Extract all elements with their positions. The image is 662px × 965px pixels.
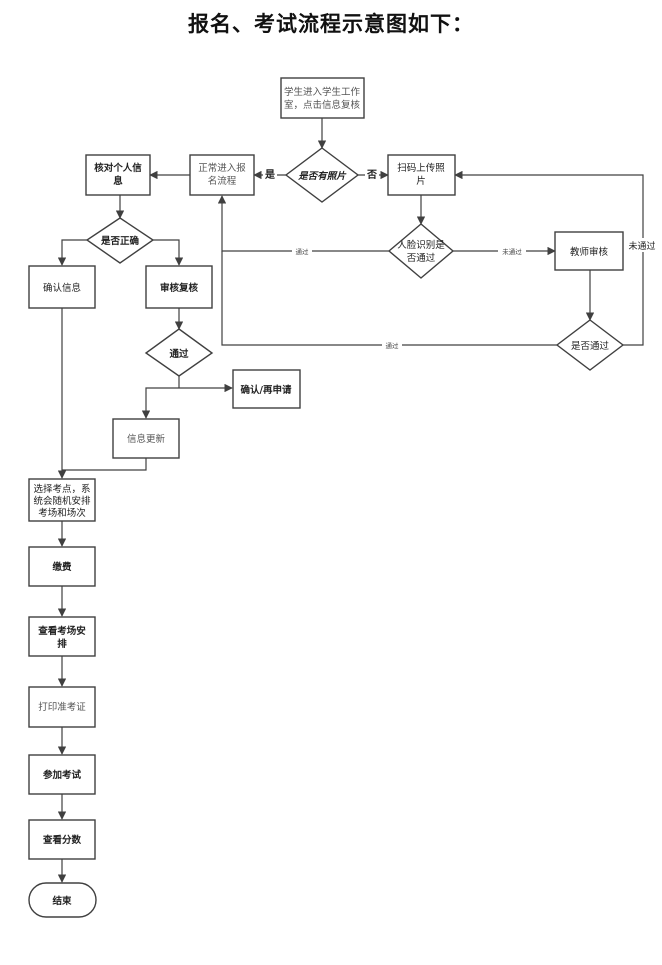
edge-label-passed-1: 通过 <box>296 247 310 256</box>
node-label: 息 <box>113 175 123 187</box>
node-label: 室，点击信息复核 <box>284 99 361 111</box>
node-label: 查看考场安 <box>37 625 86 637</box>
node-label: 是否正确 <box>100 235 139 247</box>
node-view-arrangement: 查看考场安 排 <box>28 616 96 657</box>
node-label: 教师审核 <box>570 246 609 258</box>
node-confirm-reapply: 确认/再申请 <box>232 369 301 409</box>
node-label: 选择考点，系 <box>33 483 90 495</box>
node-label: 查看分数 <box>42 834 82 846</box>
edge-label-no: 否 <box>366 169 377 181</box>
node-student-login: 学生进入学生工作 室，点击信息复核 <box>280 77 365 119</box>
edge-face-passed <box>217 195 389 252</box>
node-label: 学生进入学生工作 <box>284 86 361 98</box>
node-verify-info: 核对个人信 息 <box>85 154 151 196</box>
edges <box>57 118 644 883</box>
node-label: 缴费 <box>52 561 72 573</box>
node-label: 考场和场次 <box>38 507 86 519</box>
nodes: 学生进入学生工作 室，点击信息复核 是否有照片 正常进入报 名流程 扫码上传照 … <box>28 77 625 918</box>
node-is-passed: 是否通过 <box>555 319 625 371</box>
edge-labels: 是 否 通过 未通过 通过 未通过 <box>263 168 658 350</box>
node-label: 否通过 <box>407 252 436 264</box>
node-label: 扫码上传照 <box>397 162 445 174</box>
node-label: 排 <box>57 638 67 650</box>
edge-ispassed-passed <box>221 251 557 346</box>
node-confirm-info: 确认信息 <box>28 265 96 309</box>
node-label: 审核复核 <box>160 282 199 294</box>
node-info-update: 信息更新 <box>112 418 180 459</box>
edge-label-yes: 是 <box>264 169 275 181</box>
node-label: 统会随机安排 <box>33 495 91 507</box>
node-label: 片 <box>416 175 426 187</box>
edge-label-notpassed-2: 未通过 <box>628 240 655 252</box>
node-passed-diamond: 通过 <box>144 328 214 377</box>
node-label: 正常进入报 <box>198 162 246 174</box>
node-label: 是否通过 <box>571 340 610 352</box>
node-end: 结束 <box>28 882 97 918</box>
edge-update-to-select <box>62 458 147 471</box>
edge-correct-to-review <box>153 239 184 266</box>
node-label: 通过 <box>169 348 189 360</box>
edge-passed-to-update <box>141 387 179 419</box>
node-label: 是否有照片 <box>297 170 347 182</box>
edge-correct-to-confirm <box>57 239 87 266</box>
edge-ispassed-notpassed <box>454 170 644 346</box>
node-teacher-review: 教师审核 <box>554 231 624 271</box>
node-label: 信息更新 <box>127 433 166 445</box>
edge-label-notpassed-1: 未通过 <box>502 247 522 256</box>
node-label: 确认/再申请 <box>241 384 292 396</box>
node-label: 核对个人信 <box>94 162 142 174</box>
node-formal-flow: 正常进入报 名流程 <box>189 154 255 196</box>
node-label: 参加考试 <box>42 769 82 781</box>
node-print-ticket: 打印准考证 <box>28 686 96 728</box>
node-label: 结束 <box>51 895 72 907</box>
node-pay: 缴费 <box>28 546 96 587</box>
node-label: 打印准考证 <box>38 701 86 713</box>
node-select-site: 选择考点，系 统会随机安排 考场和场次 <box>28 478 96 522</box>
node-attend-exam: 参加考试 <box>28 754 96 795</box>
node-label: 人脸识别是 <box>397 239 445 251</box>
node-is-correct: 是否正确 <box>85 217 155 264</box>
node-face-check: 人脸识别是 否通过 <box>387 223 455 279</box>
node-has-photo: 是否有照片 <box>284 147 360 203</box>
node-review-check: 审核复核 <box>145 265 213 309</box>
node-label: 确认信息 <box>43 282 81 294</box>
edge-label-passed-2: 通过 <box>386 341 400 350</box>
page-title: 报名、考试流程示意图如下： <box>188 11 474 36</box>
node-scan-upload: 扫码上传照 片 <box>387 154 456 196</box>
node-view-score: 查看分数 <box>28 819 96 860</box>
node-label: 名流程 <box>208 175 237 187</box>
